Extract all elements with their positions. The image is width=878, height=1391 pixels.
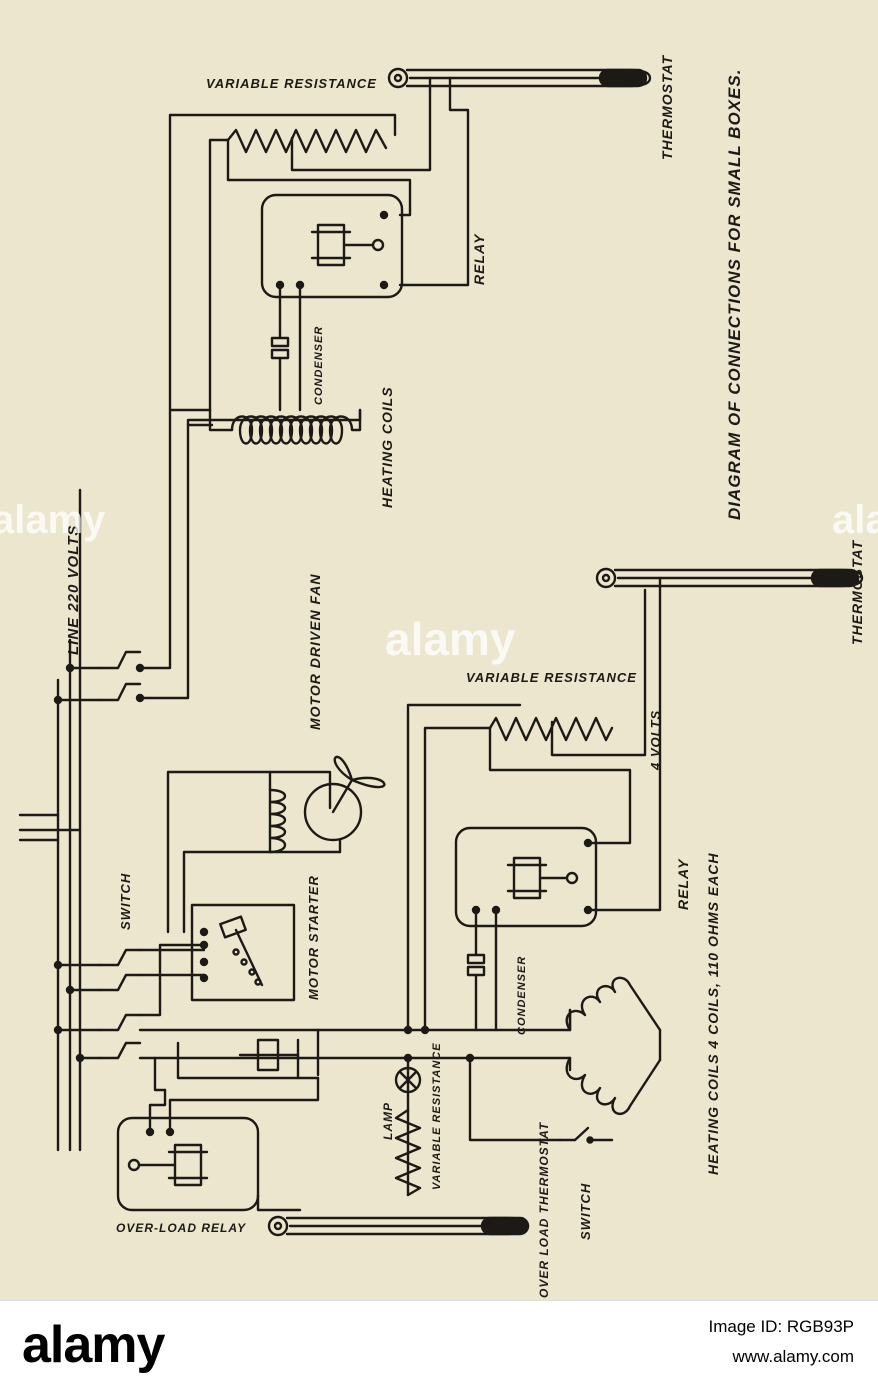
overload-relay-box bbox=[116, 1076, 320, 1212]
motor-starter bbox=[138, 850, 296, 1017]
supply-bus bbox=[18, 488, 102, 1152]
bottom-variable-resistor bbox=[488, 588, 647, 845]
watermark-center: alamy bbox=[385, 613, 516, 665]
motor-switch-symbol bbox=[98, 948, 142, 1060]
top-variable-resistor bbox=[226, 128, 388, 154]
bottom-thermostat bbox=[586, 567, 864, 912]
bottom-heating-coils bbox=[565, 976, 662, 1116]
top-feed-wires bbox=[138, 113, 397, 700]
watermark-left: alamy bbox=[0, 498, 106, 542]
wiring-diagram bbox=[18, 67, 864, 1237]
top-heating-coils bbox=[230, 408, 362, 445]
bottom-relay-box bbox=[454, 826, 598, 1032]
top-tap-wire bbox=[290, 88, 432, 172]
top-relay-box bbox=[260, 193, 404, 412]
site-url-link[interactable]: www.alamy.com bbox=[732, 1347, 854, 1366]
motor-fan bbox=[166, 755, 386, 934]
image-id-label: Image ID: RGB93P bbox=[708, 1317, 854, 1336]
fuse-element bbox=[238, 1038, 300, 1080]
diagram-plate: DIAGRAM OF CONNECTIONS FOR SMALL BOXES. … bbox=[0, 0, 878, 1300]
bottom-condenser bbox=[466, 953, 486, 1032]
bottom-switch-symbol bbox=[558, 1126, 614, 1144]
watermark-right: alamy bbox=[832, 498, 878, 542]
brand-logo[interactable]: alamy bbox=[22, 1316, 165, 1374]
top-resistor-wire bbox=[226, 138, 412, 217]
footer-bar: alamy Image ID: RGB93P www.alamy.com bbox=[0, 1300, 878, 1391]
top-switch-symbol bbox=[98, 650, 145, 703]
small-variable-resistor bbox=[394, 1108, 422, 1197]
top-thermostat bbox=[387, 67, 652, 287]
lamp bbox=[394, 1066, 422, 1094]
overload-thermostat bbox=[256, 1193, 530, 1237]
top-condenser bbox=[270, 328, 290, 412]
